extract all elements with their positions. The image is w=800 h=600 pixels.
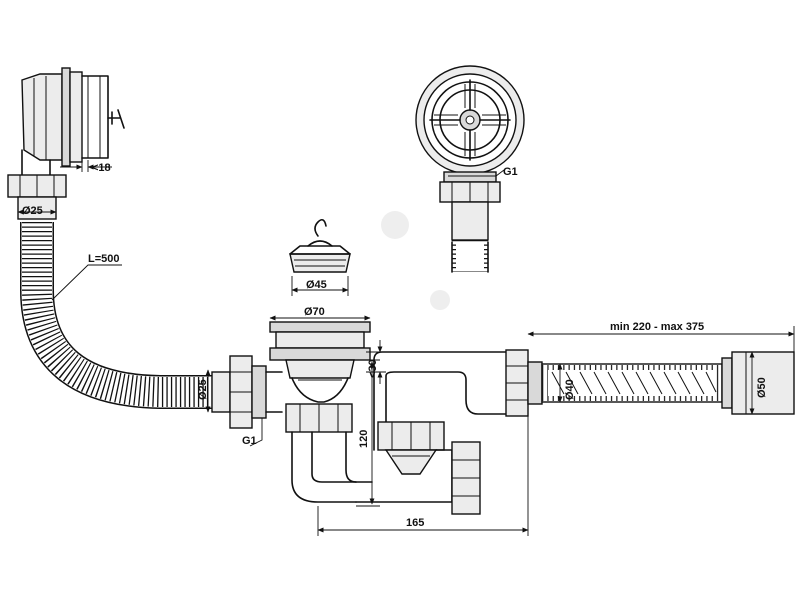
- grate-top-view: [415, 65, 525, 175]
- label-width-165: 165: [406, 517, 424, 529]
- dimension-g1-top: G1: [448, 166, 518, 178]
- label-dia-70: Ø70: [304, 306, 325, 318]
- dimension-g1-left: G1: [242, 418, 263, 447]
- outlet-nut: [505, 349, 543, 417]
- label-dia-25-side: Ø25: [197, 379, 209, 400]
- dimension-dia-25-top: Ø25: [17, 205, 57, 217]
- overflow-assembly: [7, 67, 125, 220]
- dimension-length-500: L=500: [51, 253, 122, 301]
- plug-stopper: [289, 218, 351, 273]
- label-thread-g1-left: G1: [242, 435, 257, 447]
- label-depth-18: <18: [92, 162, 111, 174]
- drain-body: [269, 321, 371, 433]
- hose-side-connector: [211, 355, 283, 429]
- dimension-dia-40: Ø40: [557, 363, 576, 403]
- label-range-min-max: min 220 - max 375: [610, 321, 704, 333]
- label-offset-30: <30: [367, 359, 379, 378]
- dimension-18: <18: [60, 160, 112, 174]
- siphon-u-bend: [291, 351, 511, 515]
- label-dia-50: Ø50: [756, 377, 768, 398]
- watermark: [381, 211, 450, 310]
- label-dia-25-top: Ø25: [22, 205, 43, 217]
- dimension-30: <30: [366, 340, 386, 384]
- outlet-corrugated-hose: [541, 363, 723, 403]
- label-dia-45: Ø45: [306, 279, 327, 291]
- dimension-range: min 220 - max 375: [527, 321, 795, 352]
- dimension-dia-25-side: Ø25: [197, 369, 211, 413]
- dimension-dia-70: Ø70: [269, 306, 371, 321]
- dimension-165: 165: [317, 360, 529, 536]
- grate-connector: [439, 171, 501, 273]
- label-thread-g1-top: G1: [503, 166, 518, 178]
- outlet-end-cuff: [721, 351, 795, 415]
- dimension-120: 120: [356, 359, 380, 507]
- label-length-500: L=500: [88, 253, 120, 265]
- label-height-120: 120: [358, 430, 370, 448]
- label-dia-40: Ø40: [564, 379, 576, 400]
- dimension-dia-45: Ø45: [291, 276, 349, 296]
- corrugated-hose: [20, 222, 228, 409]
- dimension-dia-50: Ø50: [749, 351, 768, 415]
